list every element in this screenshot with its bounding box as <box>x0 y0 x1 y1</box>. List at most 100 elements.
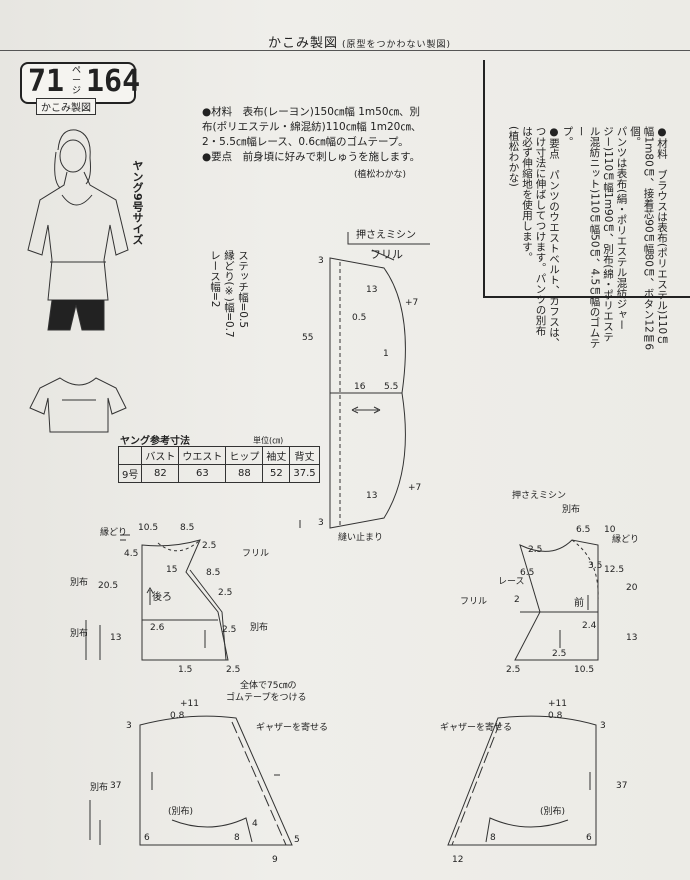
pants-info-box <box>483 60 690 298</box>
dim-label: 0.5 <box>352 313 366 323</box>
dim-label: 1 <box>383 349 389 359</box>
side-mark <box>89 800 101 845</box>
dim-label: 3 <box>126 721 132 731</box>
dim-label: 2.5 <box>202 541 216 551</box>
size-label: ヤング9号サイズ <box>131 160 144 245</box>
dim-label: 6.5 <box>576 525 590 535</box>
pants-author: (植松わかな) <box>507 126 520 187</box>
dim-label: 2.5 <box>506 665 520 675</box>
label-betsufu: 別布 <box>90 781 108 793</box>
dim-label: +7 <box>408 483 421 493</box>
blouse-info-line: ●材料 表布(レーヨン)150㎝幅 1m50㎝、別 <box>202 106 421 118</box>
label-gather: ギャザーを寄せる <box>256 721 328 733</box>
dim-label: 13 <box>110 633 121 643</box>
blouse-flat-illustration <box>29 377 127 433</box>
front-bodice-pattern <box>514 539 599 661</box>
dim-label: 5 <box>294 835 300 845</box>
dim-label: 3 <box>600 721 606 731</box>
dim-label: 10.5 <box>138 523 158 533</box>
label-betsufu: (別布) <box>168 805 193 817</box>
dim-label: 13 <box>366 285 377 295</box>
dim-label: 2 <box>514 595 520 605</box>
label-mae: 前 <box>574 596 584 609</box>
pants-info-line: は必ず伸縮地を使用します。 <box>521 126 533 263</box>
dim-label: 3.5 <box>588 561 602 571</box>
dim-label: 4 <box>252 819 258 829</box>
sleeve-pattern <box>299 232 430 529</box>
label-fuchidori: 縁どり <box>100 526 127 538</box>
table-row: 9号 82 63 88 52 37.5 <box>117 464 320 483</box>
table-cell: 9号 <box>117 464 143 483</box>
dim-label: 6.5 <box>520 568 534 578</box>
dim-label: 20 <box>626 583 638 593</box>
dim-label: 55 <box>302 333 313 343</box>
dim-label: 20.5 <box>98 581 118 591</box>
blouse-author: (植松わかな) <box>354 170 407 180</box>
label-betsufu: 別布 <box>70 576 88 588</box>
dim-label: 3 <box>318 256 324 266</box>
back-skirt-pattern <box>139 715 293 846</box>
label-gomu2: ゴムテープをつける <box>226 691 306 703</box>
dim-label: 9 <box>272 855 278 865</box>
label-frill: フリル <box>242 549 269 559</box>
dim-label: 15 <box>166 565 177 575</box>
pants-info-line: 幅1m80㎝、接着芯90㎝幅80㎝、ボタン12㎜6 <box>642 126 655 351</box>
label-osae: 押さえミシン <box>356 228 416 241</box>
dim-label: 12.5 <box>604 565 624 575</box>
label-lace: レース <box>498 577 525 587</box>
dim-label: 2.6 <box>150 623 165 633</box>
table-cell: 63 <box>178 464 227 483</box>
stitch-note: レース幅=2 <box>209 250 221 308</box>
dim-label: 2.5 <box>552 649 566 659</box>
dim-label: +7 <box>405 298 418 308</box>
badge-page-ref: 71 <box>28 64 65 99</box>
label-nuidomari: 縫い止まり <box>338 531 383 543</box>
dim-label: 2.5 <box>528 545 542 555</box>
dim-label: 2.5 <box>222 625 236 635</box>
label-betsufu: (別布) <box>540 805 565 817</box>
dim-label: 8.5 <box>180 523 194 533</box>
label-ushiro: 後ろ <box>152 590 172 603</box>
pants-info-line: パンツは表布(絹・ポリエステル混紡ジャー <box>615 126 628 330</box>
header-rule <box>0 50 690 51</box>
dim-label: 2.4 <box>582 621 597 631</box>
dim-label: 1.5 <box>178 665 192 675</box>
label-frill: フリル <box>370 248 403 261</box>
badge-number: 164 <box>86 64 141 99</box>
dim-label: 4.5 <box>124 549 138 559</box>
label-frill: フリル <box>460 597 487 607</box>
label-betsufu: 別布 <box>70 627 88 639</box>
dim-label: 3 <box>318 518 324 528</box>
blouse-info-line: 2・5.5㎝幅レース、0.6㎝幅のゴムテープ。 <box>202 136 409 148</box>
stitch-notes: ステッチ幅=0.5 縁どり(※)幅=0.7 レース幅=2 <box>208 250 250 360</box>
dim-label: 2.5 <box>218 588 232 598</box>
stitch-note: 縁どり(※)幅=0.7 <box>223 250 235 338</box>
label-gather: ギャザーを寄せる <box>440 721 512 733</box>
dim-label: 0.8 <box>548 711 563 721</box>
dim-label: 37 <box>110 781 121 791</box>
table-cell: 37.5 <box>289 464 320 483</box>
table-cell: 82 <box>141 464 180 483</box>
side-mark <box>85 620 101 660</box>
label-betsufu: 別布 <box>250 621 268 633</box>
back-bodice-pattern <box>120 534 229 661</box>
label-fuchidori: 縁どり <box>612 533 639 545</box>
pants-info-line: ル混紡ニット)110㎝幅50㎝、4.5㎝幅のゴムテー <box>575 126 601 349</box>
blouse-info-line: ●要点 前身頃に好みで刺しゅうを施します。 <box>202 151 421 163</box>
pants-info-line: 個。 <box>629 126 641 147</box>
label-betsufu: 別布 <box>562 503 580 515</box>
size-table-unit: 単位(㎝) <box>253 436 284 445</box>
table-row: バスト ウエスト ヒップ 袖丈 背丈 <box>117 446 320 465</box>
dim-label: 12 <box>452 855 463 865</box>
dim-label: 6 <box>586 833 592 843</box>
dim-label: 8.5 <box>206 568 220 578</box>
dim-label: 16 <box>354 382 366 392</box>
model-illustration <box>27 129 129 331</box>
badge-page-unit: ページ <box>72 66 82 96</box>
dim-label: +11 <box>180 699 199 709</box>
size-table-title: ヤング参考寸法 <box>120 436 190 447</box>
dim-label: +11 <box>548 699 567 709</box>
dim-label: 13 <box>366 491 377 501</box>
